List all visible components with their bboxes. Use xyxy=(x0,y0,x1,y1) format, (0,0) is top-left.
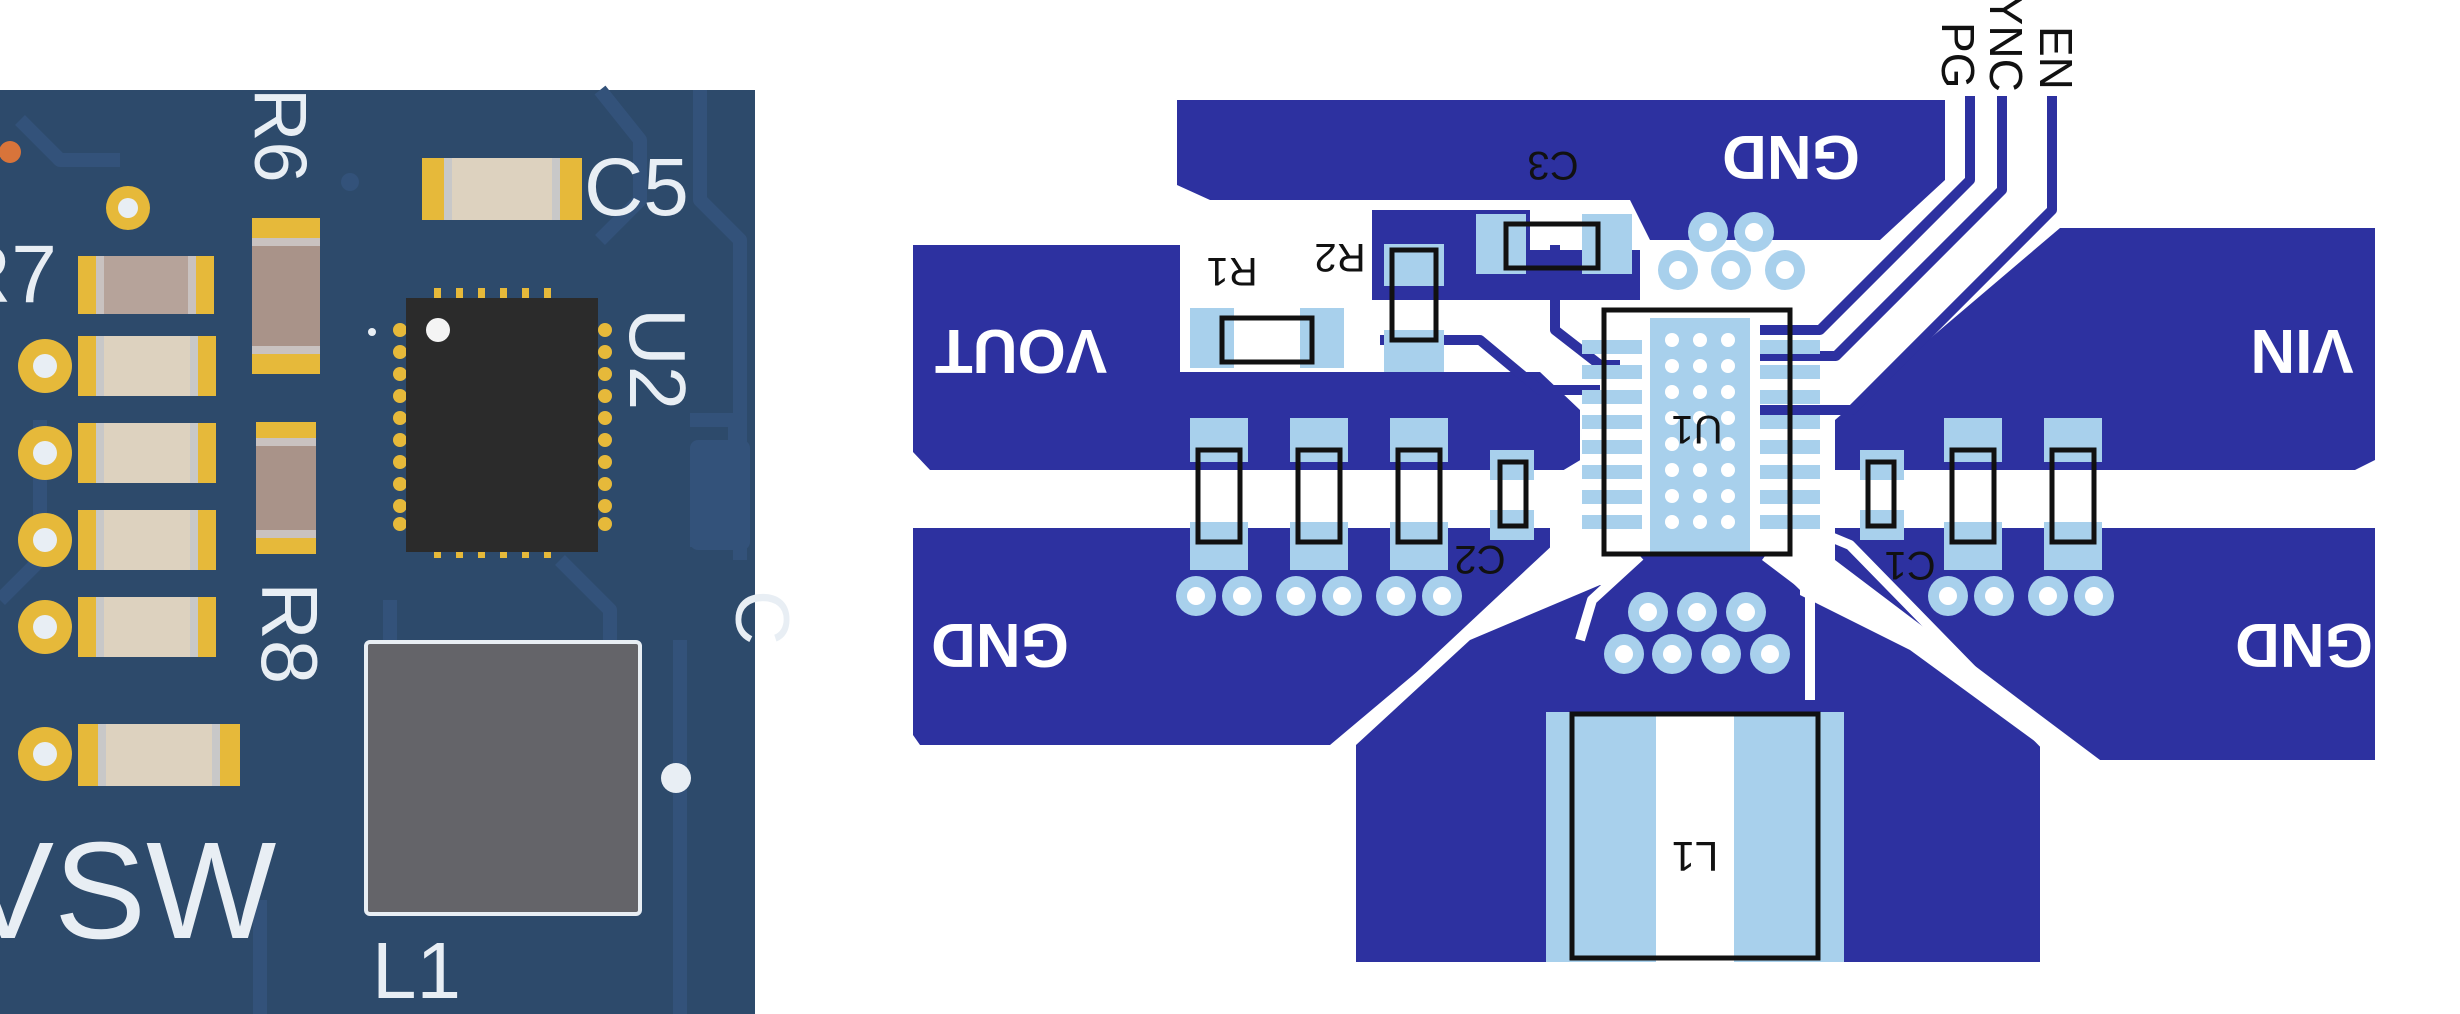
via-row-right xyxy=(1928,576,2114,616)
left-board-view: R6 C5 R7 U2 R8 VSW L1 C xyxy=(0,85,804,1014)
resistor-r1 xyxy=(1190,308,1344,368)
trace-en xyxy=(1760,96,2057,415)
via-row-left xyxy=(1176,576,1462,616)
chip-row-3 xyxy=(78,423,216,483)
silk-u2: U2 xyxy=(613,308,702,410)
ic-u1-thermal-pad xyxy=(1650,318,1750,554)
pour-vout xyxy=(913,245,1580,470)
ic-u2 xyxy=(393,288,612,558)
refdes-l1: L1 xyxy=(1672,833,1719,880)
refdes-c2: C2 xyxy=(1454,537,1505,581)
via-cluster-top xyxy=(1658,212,1805,290)
silk-c5: C5 xyxy=(584,142,689,233)
trace-sync xyxy=(1760,96,2007,361)
refdes-u1: U1 xyxy=(1671,407,1722,451)
chip-r8 xyxy=(256,422,316,554)
refdes-c1: C1 xyxy=(1884,543,1935,587)
refdes-c3: C3 xyxy=(1527,143,1578,187)
pour-gnd-top xyxy=(1177,100,1945,240)
pin-label-sync: SYNC xyxy=(1980,0,2032,92)
resistor-r2 xyxy=(1384,244,1444,372)
chip-r7 xyxy=(78,256,214,314)
ic-u1-thermal-vias xyxy=(1665,333,1735,529)
chip-c5 xyxy=(422,158,582,220)
silk-r7: R7 xyxy=(0,229,57,320)
pin-label-en: EN xyxy=(2030,26,2082,90)
net-label-gnd-top: GND xyxy=(1722,122,1860,191)
net-label-gnd-right: GND xyxy=(2235,610,2373,679)
via-hole xyxy=(118,198,138,218)
orange-test-point xyxy=(0,141,21,163)
chip-row-5 xyxy=(78,597,216,657)
inductor-l1 xyxy=(364,640,642,916)
chip-r6 xyxy=(252,218,320,374)
via-cluster-center xyxy=(1604,592,1790,674)
via-small xyxy=(368,328,376,336)
chip-row-2 xyxy=(78,336,216,396)
silk-r8: R8 xyxy=(245,582,334,684)
inductor-l1-footprint xyxy=(1546,711,1844,962)
silk-vsw: VSW xyxy=(0,814,276,968)
left-pad-column xyxy=(18,339,72,781)
net-label-gnd-left: GND xyxy=(931,610,1069,679)
pour-vin xyxy=(1835,228,2375,470)
right-layout-view: GND VOUT VIN GND GND PG SYNC EN C3 R2 R1… xyxy=(913,0,2375,962)
left-board-trace-pad xyxy=(690,440,750,550)
cap-bank-output xyxy=(1190,418,1534,570)
refdes-r1: R1 xyxy=(1206,249,1257,293)
silk-l1: L1 xyxy=(372,926,461,1014)
via-white xyxy=(661,763,691,793)
via-small xyxy=(341,173,359,191)
pin-label-pg: PG xyxy=(1932,22,1984,88)
chip-row-6 xyxy=(78,724,240,786)
capacitor-c3 xyxy=(1476,214,1632,274)
net-label-vin: VIN xyxy=(2250,316,2353,385)
refdes-r2: R2 xyxy=(1314,235,1365,279)
silk-edge-partial: C xyxy=(719,590,804,645)
inductor-l1-outline xyxy=(1569,711,1821,961)
ic-u2-pin1-dot xyxy=(426,318,450,342)
silk-r6: R6 xyxy=(239,88,322,183)
chip-row-4 xyxy=(78,510,216,570)
cap-bank-input xyxy=(1860,418,2102,570)
pour-gnd-right xyxy=(1835,528,2375,760)
net-label-vout: VOUT xyxy=(935,316,1107,385)
ic-u1-outline xyxy=(1601,307,1793,557)
